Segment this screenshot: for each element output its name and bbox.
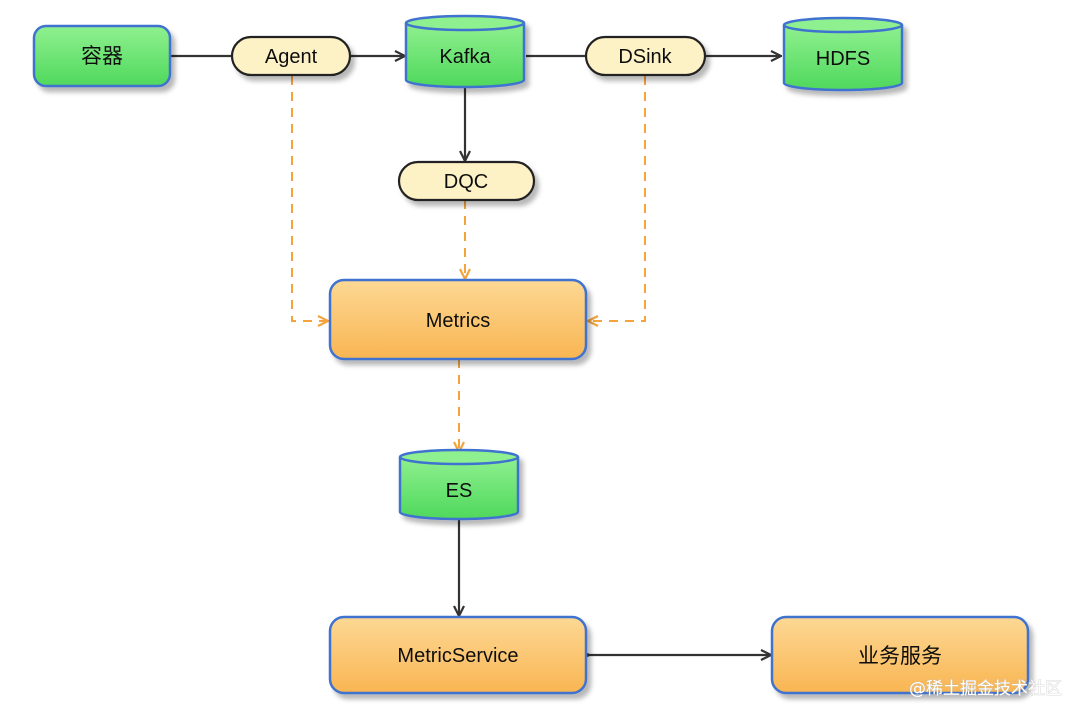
node-hdfs: HDFS bbox=[782, 16, 904, 92]
hdfs-label: HDFS bbox=[816, 48, 870, 70]
es-label: ES bbox=[446, 480, 473, 502]
node-kafka: Kafka bbox=[404, 14, 526, 89]
watermark: @稀土掘金技术社区 bbox=[909, 679, 1062, 699]
metric-service-label: MetricService bbox=[397, 645, 518, 667]
node-container: 容器 bbox=[32, 24, 172, 88]
node-agent: Agent bbox=[230, 35, 352, 77]
node-dqc: DQC bbox=[397, 160, 536, 202]
node-metric-service: MetricService bbox=[328, 615, 588, 695]
kafka-label: Kafka bbox=[439, 46, 491, 68]
node-es: ES bbox=[398, 448, 520, 521]
node-dsink: DSink bbox=[584, 35, 707, 77]
dsink-label: DSink bbox=[618, 46, 672, 68]
metrics-label: Metrics bbox=[426, 310, 490, 332]
business-service-label: 业务服务 bbox=[858, 645, 942, 668]
connectors bbox=[170, 56, 780, 655]
container-label: 容器 bbox=[81, 45, 123, 68]
agent-label: Agent bbox=[265, 46, 318, 68]
edge-dsink-metrics bbox=[589, 76, 646, 321]
node-business-service: 业务服务 bbox=[770, 615, 1030, 695]
edge-agent-metrics bbox=[291, 76, 327, 321]
node-metrics: Metrics bbox=[328, 278, 588, 361]
dqc-label: DQC bbox=[444, 171, 488, 193]
